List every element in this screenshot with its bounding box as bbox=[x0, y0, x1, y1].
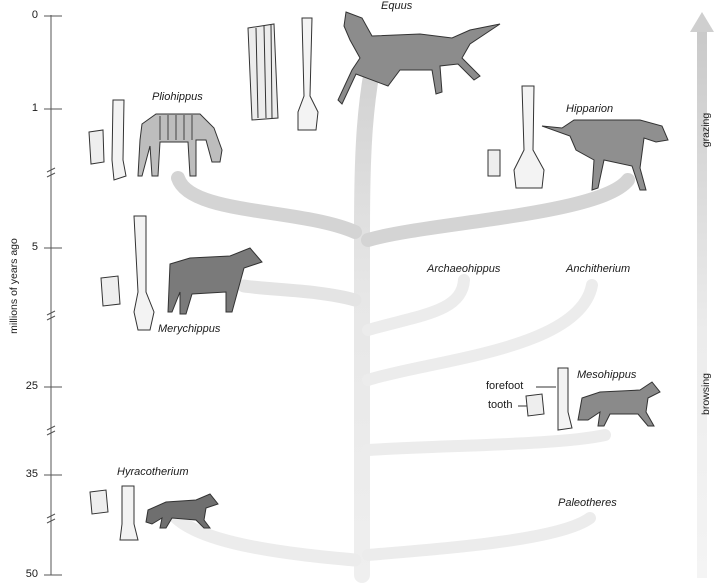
label-pliohippus: Pliohippus bbox=[152, 91, 203, 103]
merychippus-tooth bbox=[101, 276, 120, 306]
equus-teeth bbox=[248, 24, 278, 120]
tick-label: 1 bbox=[4, 102, 38, 114]
hyracotherium-forefoot bbox=[120, 486, 138, 540]
pliohippus-forefoot bbox=[112, 100, 126, 180]
trunk bbox=[362, 70, 372, 575]
merychippus-forefoot bbox=[134, 216, 154, 330]
pliohippus-horse bbox=[138, 114, 222, 176]
label-merychippus: Merychippus bbox=[158, 323, 220, 335]
branch-mesohippus bbox=[368, 435, 605, 450]
label-hyracotherium: Hyracotherium bbox=[117, 466, 189, 478]
mesohippus-forefoot bbox=[558, 368, 572, 430]
hyracotherium-tooth bbox=[90, 490, 108, 514]
mesohippus-tooth bbox=[526, 394, 544, 416]
label-archaeohippus: Archaeohippus bbox=[427, 263, 500, 275]
branch-anchitherium bbox=[368, 285, 592, 380]
tick-label: 0 bbox=[4, 9, 38, 21]
label-paleotheres: Paleotheres bbox=[558, 497, 617, 509]
tick-label: 25 bbox=[4, 380, 38, 392]
diet-label-grazing: grazing bbox=[700, 90, 712, 170]
branch-hipparion bbox=[368, 180, 628, 240]
label-anchitherium: Anchitherium bbox=[566, 263, 630, 275]
hipparion-forefoot bbox=[514, 86, 544, 188]
callout-forefoot: forefoot bbox=[486, 380, 523, 392]
pliohippus-tooth bbox=[89, 130, 104, 164]
branch-archaeohippus bbox=[368, 280, 464, 330]
merychippus-illustration bbox=[101, 216, 262, 330]
label-mesohippus: Mesohippus bbox=[577, 369, 636, 381]
tick-label: 50 bbox=[4, 568, 38, 580]
mesohippus-horse bbox=[578, 382, 660, 426]
pliohippus-illustration bbox=[89, 100, 222, 180]
hipparion-illustration bbox=[488, 86, 668, 190]
branch-merychippus bbox=[244, 286, 355, 300]
callout-tooth: tooth bbox=[488, 399, 512, 411]
diet-label-browsing: browsing bbox=[700, 354, 712, 434]
branch-paleotheres bbox=[368, 518, 590, 555]
hipparion-tooth bbox=[488, 150, 500, 176]
time-axis bbox=[44, 15, 62, 575]
label-hipparion: Hipparion bbox=[566, 103, 613, 115]
tick-label: 5 bbox=[4, 241, 38, 253]
hipparion-horse bbox=[542, 120, 668, 190]
branch-pliohippus bbox=[178, 178, 355, 232]
label-equus: Equus bbox=[381, 0, 412, 12]
equus-forefoot bbox=[298, 18, 318, 130]
tick-label: 35 bbox=[4, 468, 38, 480]
